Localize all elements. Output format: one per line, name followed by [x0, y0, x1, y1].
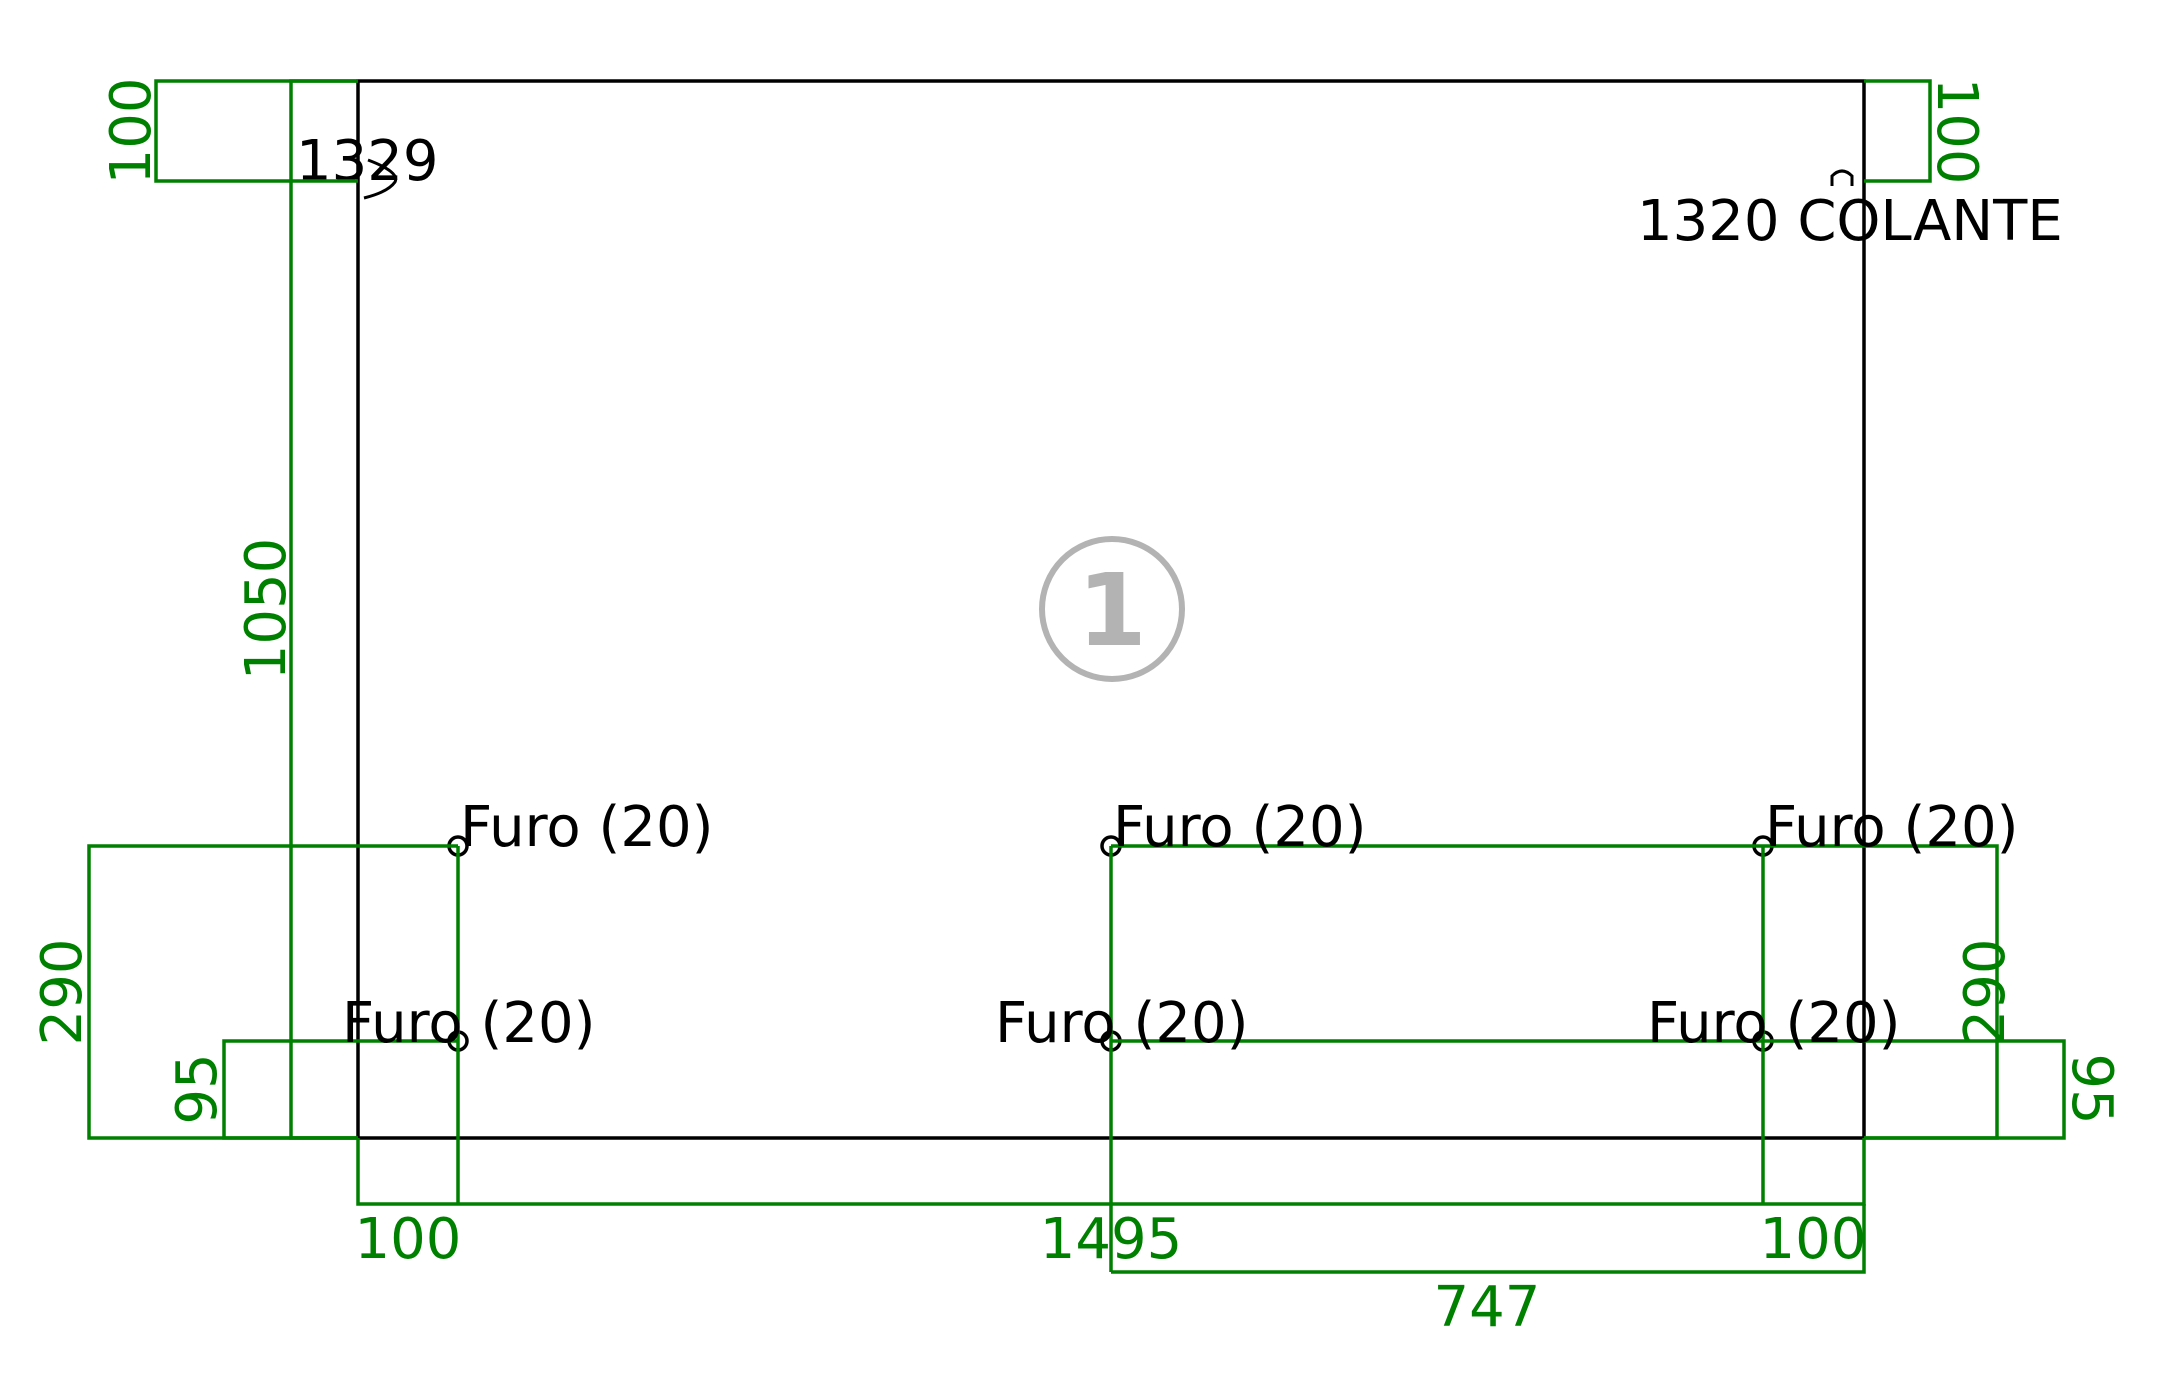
dim-text-bottom-left: 100	[355, 1207, 462, 1272]
edge-label-right: 1320 COLANTE	[1637, 189, 2063, 254]
part-number: 1	[1077, 552, 1147, 669]
part-marker-circle	[1039, 536, 1185, 682]
edge-symbol-left	[363, 158, 398, 200]
dim-text-right-lower: 95	[2059, 1053, 2124, 1124]
dim-text-left-upper: 290	[30, 939, 95, 1046]
dimension-lines	[87, 79, 2066, 1274]
dim-text-right-upper: 290	[1953, 939, 2018, 1046]
dim-text-height: 1050	[234, 538, 299, 681]
dim-line-height	[289, 79, 358, 1140]
dim-text-top-right: 100	[1924, 78, 1989, 185]
hole-label: Furo (20)	[1113, 795, 1366, 860]
hole-label: Furo (20)	[1765, 795, 2018, 860]
dim-line-left-lower	[222, 1039, 458, 1140]
dim-line-right-lower	[1111, 1039, 2066, 1140]
hole-label: Furo (20)	[1647, 991, 1900, 1056]
dim-text-bottom-total: 1495	[1040, 1207, 1183, 1272]
hole-label: Furo (20)	[460, 795, 713, 860]
edge-symbol-right	[1830, 169, 1854, 186]
dim-text-bottom-center: 747	[1434, 1275, 1541, 1340]
hole-label: Furo (20)	[995, 991, 1248, 1056]
dim-text-left-lower: 95	[165, 1053, 230, 1124]
dim-line-top-right	[1864, 79, 1932, 183]
dim-line-top-left	[154, 79, 358, 183]
dim-text-top-left: 100	[99, 78, 164, 185]
part-marker: 1	[1039, 536, 1185, 682]
dim-line-bottom-center	[1111, 1204, 1866, 1274]
dim-text-bottom-right: 100	[1760, 1207, 1867, 1272]
hole-label: Furo (20)	[342, 991, 595, 1056]
edge-label-left: 1329	[296, 129, 439, 194]
